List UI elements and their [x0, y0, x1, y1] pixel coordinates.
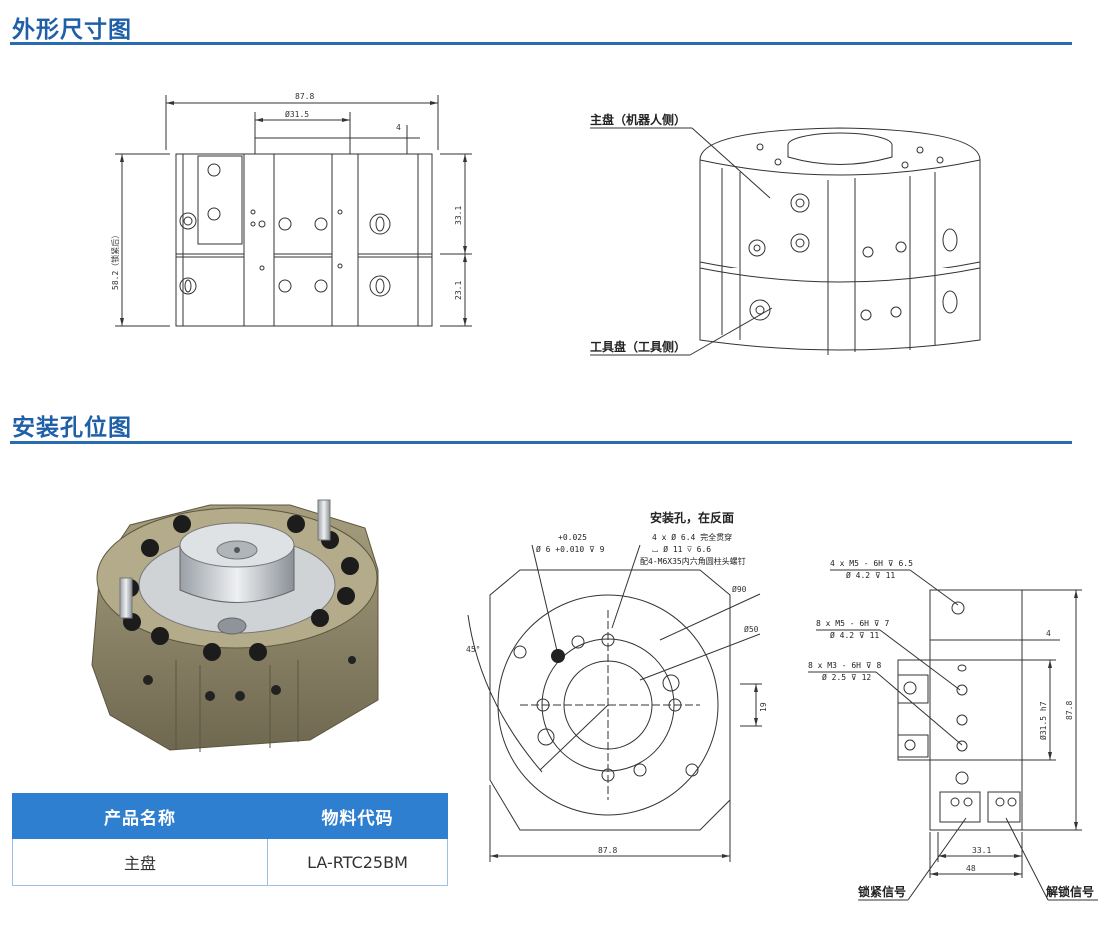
tool-side-label: 工具盘（工具侧）: [590, 339, 686, 354]
cell-material-code: LA-RTC25BM: [267, 838, 448, 886]
tol-pin-main: Ø 6 +0.010 ⊽ 9: [536, 544, 605, 554]
dim-height-text: 58.2（锁紧后）: [110, 231, 120, 290]
side-dim-4: 4: [1046, 629, 1051, 638]
dim-19: 19: [759, 702, 768, 712]
dim-width-mount: 87.8: [598, 846, 617, 855]
unlock-signal-label: 解锁信号: [1046, 884, 1094, 899]
header-material-code: 物料代码: [267, 793, 448, 839]
dim-d90: Ø90: [732, 584, 747, 594]
holes-line1: 4 x Ø 6.4 完全贯穿: [652, 532, 732, 542]
callout3-a: 8 x M3 - 6H ⊽ 8: [808, 661, 881, 670]
dim-step-text: 4: [396, 123, 401, 132]
dim-bore-text: Ø31.5: [285, 109, 309, 119]
master-side-label: 主盘（机器人侧）: [590, 112, 686, 127]
holes-line2: ⌴ Ø 11 ⊽ 6.6: [652, 544, 711, 554]
dim-lower-text: 23.1: [454, 281, 463, 300]
holes-line3: 配4-M6X35内六角圆柱头螺钉: [640, 556, 746, 566]
section-rule: [10, 441, 1072, 444]
callout1-a: 4 x M5 - 6H ⊽ 6.5: [830, 559, 913, 568]
dim-width-text: 87.8: [295, 92, 314, 101]
side-dim-48: 48: [966, 864, 976, 873]
callout2-b: Ø 4.2 ⊽ 11: [830, 630, 879, 640]
callout1-b: Ø 4.2 ⊽ 11: [846, 570, 895, 580]
callout2-a: 8 x M5 - 6H ⊽ 7: [816, 619, 889, 628]
dim-d50: Ø50: [744, 624, 759, 634]
side-dim-331: 33.1: [972, 846, 991, 855]
section-title-dimensions: 外形尺寸图: [12, 17, 132, 43]
section-rule: [10, 42, 1072, 45]
side-dim-bore: Ø31.5 h7: [1038, 701, 1048, 740]
callout3-b: Ø 2.5 ⊽ 12: [822, 672, 871, 682]
section-title-mounting: 安装孔位图: [12, 415, 132, 441]
mount-title: 安装孔，在反面: [650, 510, 734, 525]
side-dim-height: 87.8: [1065, 701, 1074, 720]
dim-upper-text: 33.1: [454, 206, 463, 225]
product-table: 产品名称 物料代码 主盘 LA-RTC25BM: [12, 793, 448, 886]
tol-pin-top: +0.025: [558, 533, 587, 542]
cell-product-name: 主盘: [12, 838, 268, 886]
lock-signal-label: 锁紧信号: [858, 884, 906, 899]
table-row: 主盘 LA-RTC25BM: [12, 838, 448, 886]
dim-angle: 45°: [466, 645, 480, 654]
